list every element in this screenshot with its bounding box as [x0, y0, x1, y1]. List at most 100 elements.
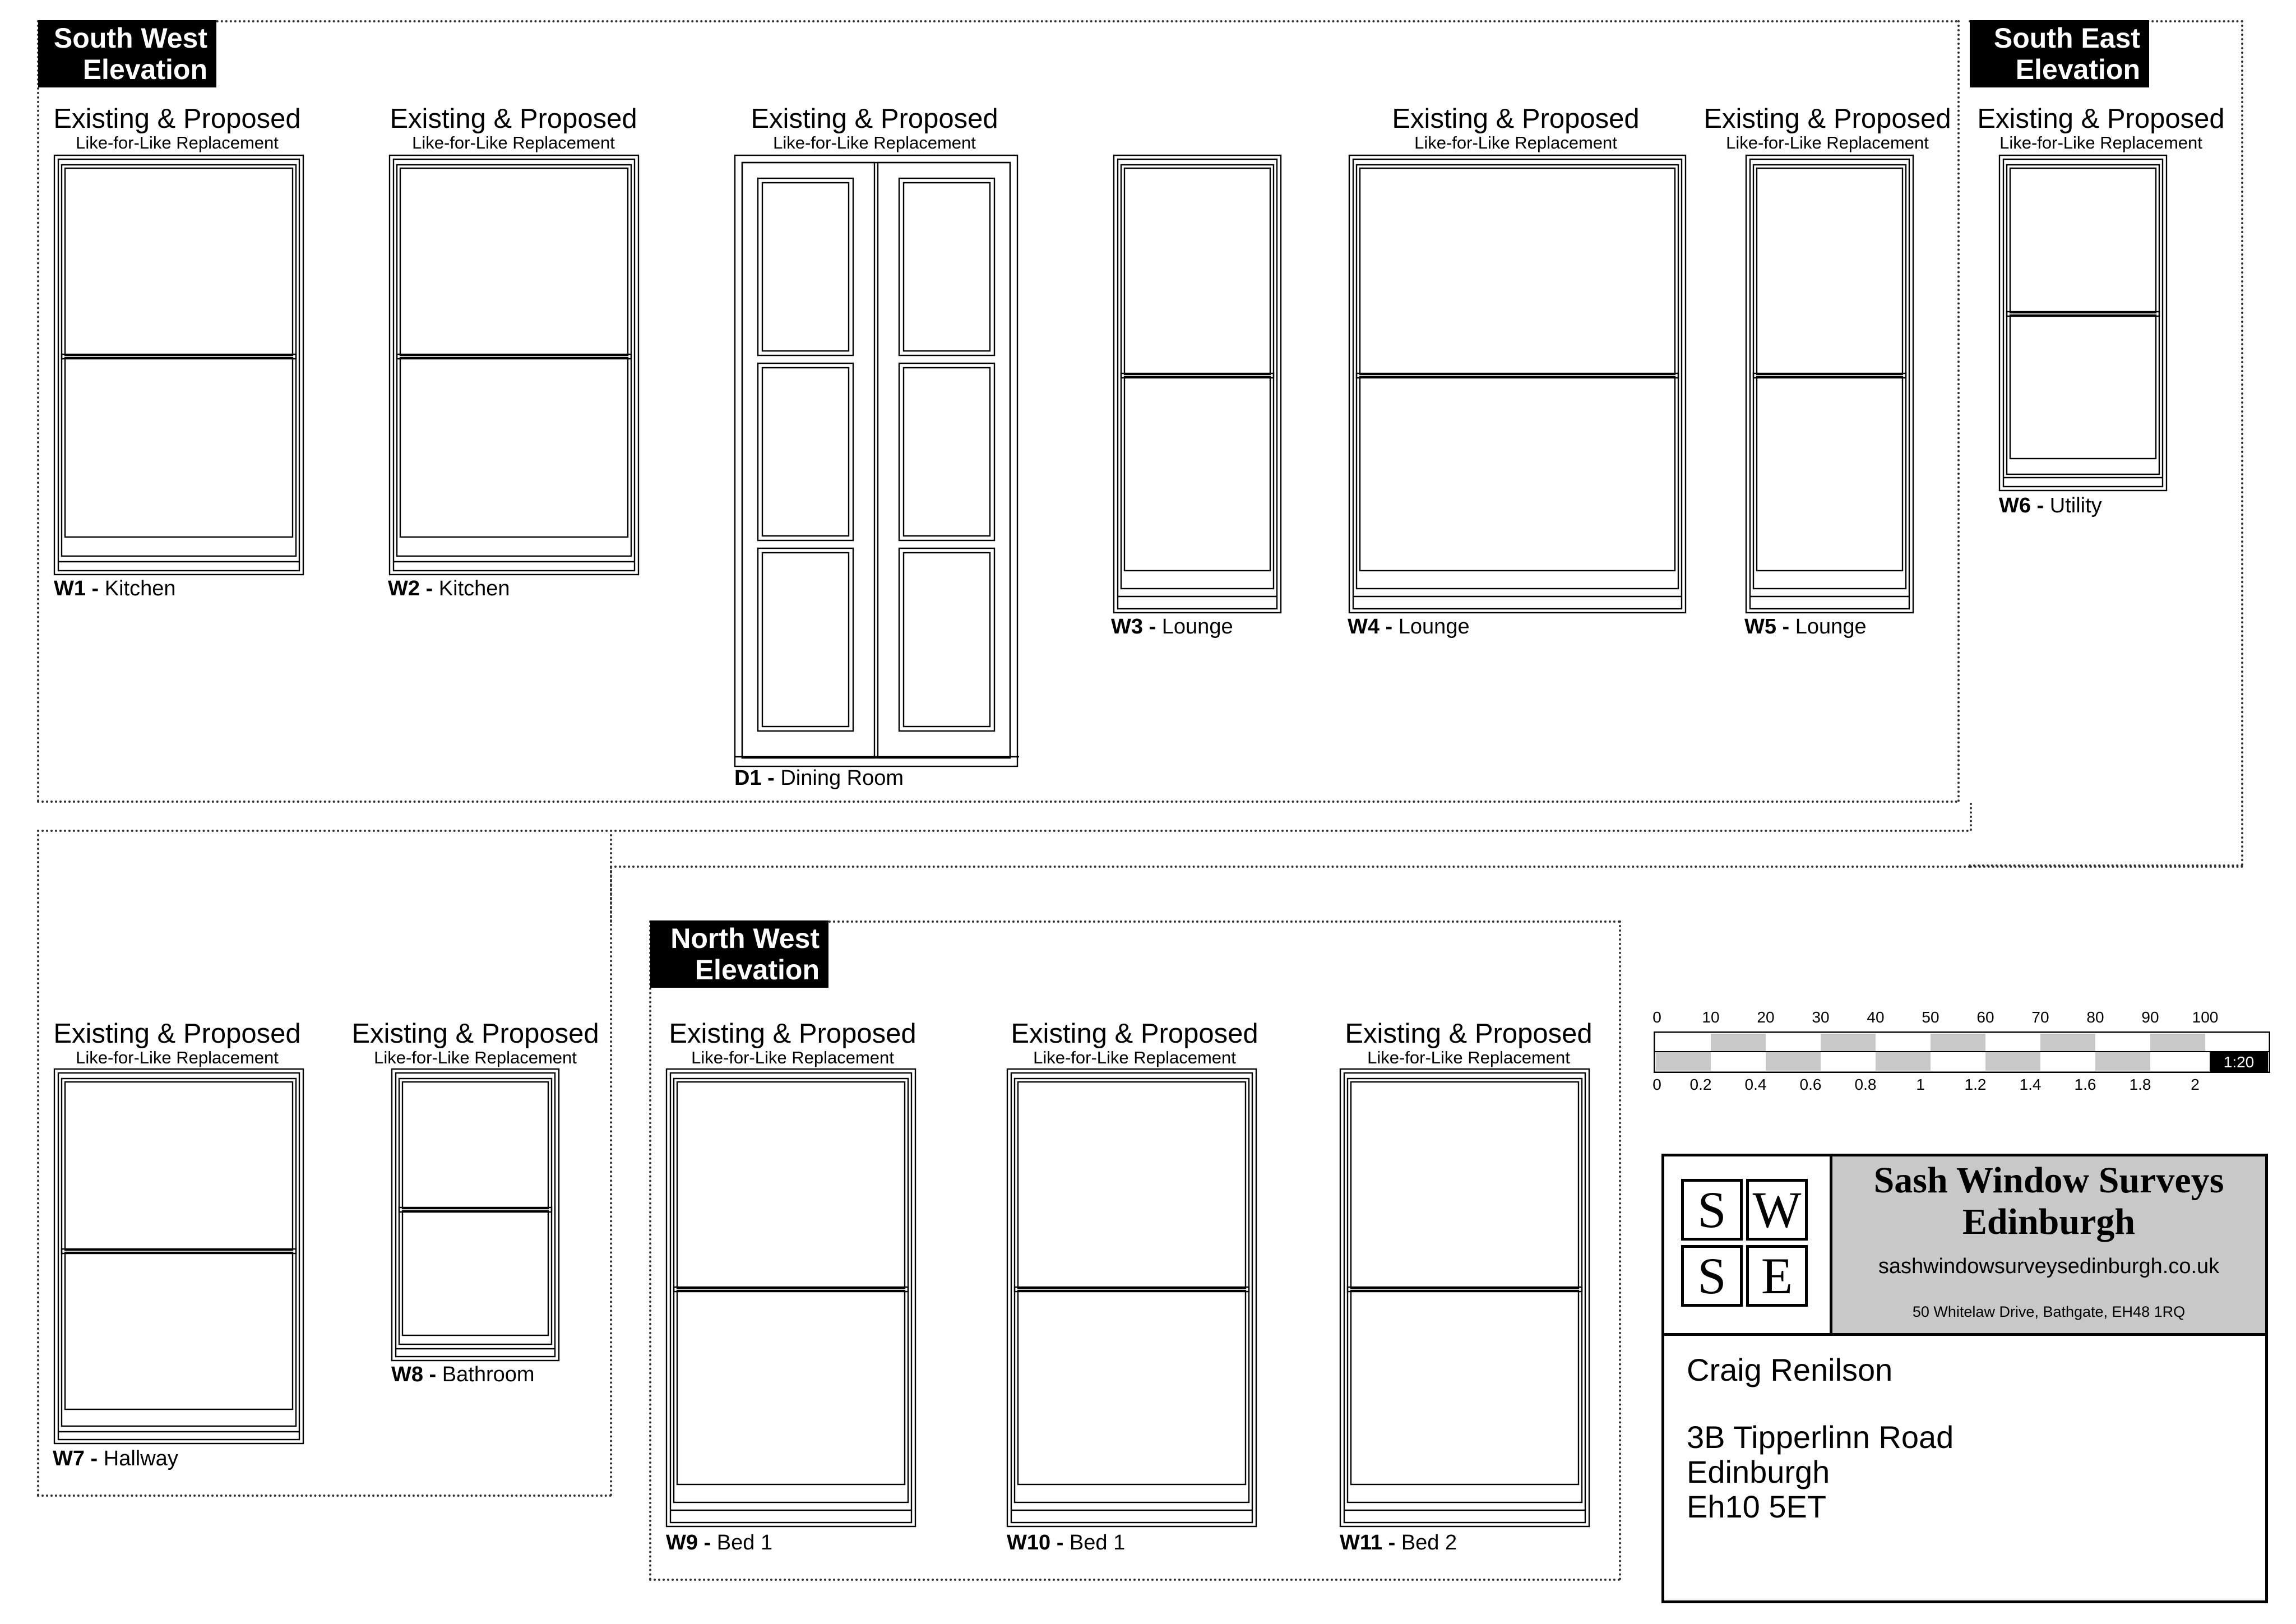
w9-window-drawing: [665, 1068, 916, 1528]
w1-caption: W1 - Kitchen: [54, 577, 176, 600]
w1-window-drawing: [53, 154, 304, 576]
scale-segment-top: [1711, 1034, 1766, 1052]
scale-segment-top: [2150, 1034, 2205, 1052]
w7-caption: W7 - Hallway: [53, 1447, 178, 1470]
w8-window-drawing: [391, 1068, 560, 1362]
scale-top-label: 100: [2192, 1008, 2219, 1026]
client-name: Craig Renilson: [1687, 1352, 1893, 1387]
w9-caption: W9 - Bed 1: [666, 1531, 773, 1554]
scale-bottom-label: 0.6: [1799, 1076, 1822, 1093]
company-logo: S W S E: [1664, 1156, 1832, 1333]
w6-window-drawing: [1998, 154, 2168, 492]
scale-segment-bottom: [1985, 1052, 2040, 1071]
w3-window-drawing: [1113, 154, 1282, 614]
north-west-upper-region: [610, 867, 612, 923]
scale-segment-top: [1821, 1034, 1876, 1052]
d1-door-drawing: [734, 154, 1019, 767]
scale-top-label: 10: [1702, 1008, 1720, 1026]
scale-bottom-label: 1.6: [2074, 1076, 2096, 1093]
scale-top-label: 30: [1812, 1008, 1830, 1026]
scale-segment-bottom: [1656, 1052, 1711, 1071]
scale-segment-bottom: [1876, 1052, 1931, 1071]
scale-top-label: 40: [1867, 1008, 1885, 1026]
south-west-region: [37, 20, 1960, 803]
d1-caption: D1 - Dining Room: [734, 766, 904, 790]
scale-bottom-label: 2: [2191, 1076, 2200, 1093]
scale-segment-bottom: [2040, 1052, 2095, 1071]
scale-segment-top: [2040, 1034, 2095, 1052]
north-west-elevation-label: North West Elevation: [650, 920, 828, 988]
scale-segment-top: [1656, 1034, 1711, 1052]
scale-bottom-label: 0.4: [1744, 1076, 1767, 1093]
scale-bottom-label: 1.4: [2019, 1076, 2042, 1093]
company-address: 50 Whitelaw Drive, Bathgate, EH48 1RQ: [1912, 1303, 2186, 1320]
scale-bottom-label: 0.2: [1689, 1076, 1712, 1093]
w10-caption: W10 - Bed 1: [1007, 1531, 1126, 1554]
w2-caption: W2 - Kitchen: [388, 577, 510, 600]
scale-top-label: 0: [1652, 1008, 1661, 1026]
company-name: Sash Window Surveys Edinburgh: [1873, 1160, 2224, 1242]
north-west-top-line: [610, 866, 1972, 868]
scale-segment-bottom: [2095, 1052, 2150, 1071]
title-block-header: S W S E Sash Window Surveys Edinburgh sa…: [1664, 1156, 2265, 1336]
w10-window-drawing: [1006, 1068, 1257, 1528]
connector-line-top: [37, 830, 1971, 832]
scale-segment-top: [1766, 1034, 1821, 1052]
w3-caption: W3 - Lounge: [1111, 615, 1233, 639]
scale-segment-bottom: [2150, 1052, 2205, 1071]
scale-bottom-label: 1: [1916, 1076, 1925, 1093]
scale-top-label: 70: [2031, 1008, 2049, 1026]
w4-window-drawing: [1348, 154, 1687, 614]
scale-bar-graphic: [1654, 1031, 2270, 1073]
w11-caption: W11 - Bed 2: [1340, 1531, 1457, 1554]
w5-window-drawing: [1745, 154, 1914, 614]
site-address-line-2: Edinburgh: [1687, 1454, 1830, 1489]
scale-ratio-badge: 1:20: [2210, 1052, 2268, 1073]
w5-caption: W5 - Lounge: [1744, 615, 1867, 639]
scale-bottom-label: 1.8: [2129, 1076, 2151, 1093]
w7-window-drawing: [53, 1068, 304, 1445]
scale-bottom-label: 1.2: [1964, 1076, 1987, 1093]
site-address-line-1: 3B Tipperlinn Road: [1687, 1419, 1954, 1455]
scale-top-label: 50: [1922, 1008, 1939, 1026]
scale-top-label: 80: [2086, 1008, 2104, 1026]
scale-segment-top: [1876, 1034, 1931, 1052]
logo-letter-e: E: [1746, 1245, 1808, 1307]
site-address: 3B Tipperlinn Road Edinburgh Eh10 5ET: [1687, 1420, 1954, 1524]
scale-segment-top: [1985, 1034, 2040, 1052]
scale-segment-bottom: [1931, 1052, 1985, 1071]
logo-letter-w: W: [1746, 1179, 1808, 1241]
scale-bottom-label: 0: [1652, 1076, 1661, 1093]
logo-letter-s-bottom: S: [1681, 1245, 1743, 1307]
company-website: sashwindowsurveysedinburgh.co.uk: [1878, 1255, 2220, 1278]
w4-caption: W4 - Lounge: [1348, 615, 1470, 639]
scale-segment-top: [2095, 1034, 2150, 1052]
scale-segment-bottom: [1766, 1052, 1821, 1071]
south-west-elevation-label: South West Elevation: [38, 20, 216, 87]
w11-window-drawing: [1339, 1068, 1590, 1528]
site-address-line-3: Eh10 5ET: [1687, 1489, 1827, 1524]
w2-window-drawing: [388, 154, 640, 576]
scale-top-label: 20: [1757, 1008, 1775, 1026]
connector-line-bottom: [1970, 866, 2243, 868]
connector-line-right: [1970, 803, 1972, 831]
logo-letter-s-top: S: [1681, 1179, 1743, 1241]
scale-segment-top: [1931, 1034, 1985, 1052]
lower-left-region: [37, 830, 612, 1497]
scale-segment-bottom: [1821, 1052, 1876, 1071]
north-west-region: [649, 920, 1621, 1581]
scale-bottom-label: 0.8: [1854, 1076, 1877, 1093]
w6-caption: W6 - Utility: [1999, 494, 2102, 517]
